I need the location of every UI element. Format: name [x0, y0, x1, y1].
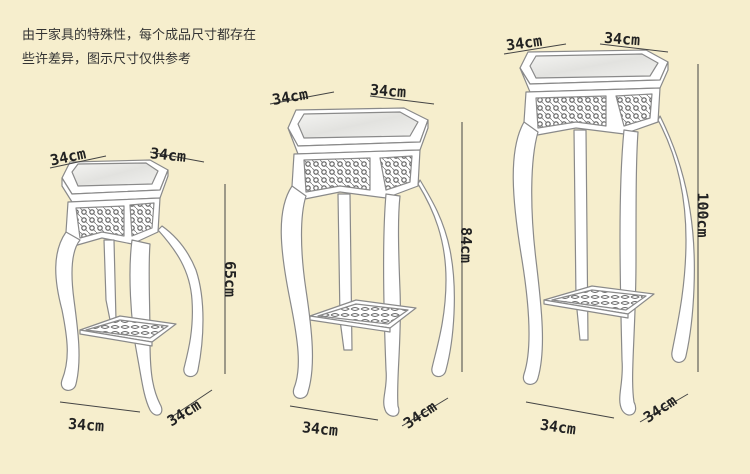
- disclaimer-line-1: 由于家具的特殊性，每个成品尺寸都存在: [22, 28, 257, 43]
- plant-stand-tall: [512, 49, 695, 416]
- stand-small-base-width-label: 34cm: [67, 414, 105, 436]
- stand-medium-height-label: 84cm: [457, 226, 476, 264]
- stand-tall-height-label: 100cm: [693, 192, 712, 238]
- stand-tall-top-depth-label: 34cm: [603, 28, 641, 50]
- stand-medium-base-width-label: 34cm: [301, 418, 339, 440]
- dimension-lines: [49, 43, 699, 427]
- disclaimer-line-2: 些许差异，图示尺寸仅供参考: [22, 52, 192, 67]
- plant-stand-small: [55, 159, 204, 416]
- stand-small-height-label: 65cm: [221, 260, 240, 298]
- stand-medium-top-depth-label: 34cm: [369, 80, 407, 102]
- plant-stand-medium: [280, 107, 455, 417]
- stand-small-top-depth-label: 34cm: [149, 144, 187, 166]
- size-disclaimer: 由于家具的特殊性，每个成品尺寸都存在 些许差异，图示尺寸仅供参考: [22, 24, 322, 72]
